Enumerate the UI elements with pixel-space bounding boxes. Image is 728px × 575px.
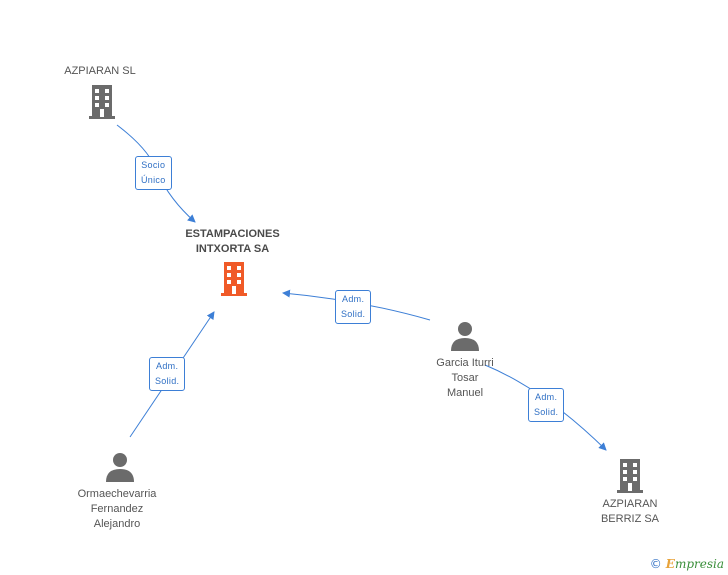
node-label-estampaciones: ESTAMPACIONES INTXORTA SA: [160, 227, 305, 257]
edge-label-line1: Adm.: [156, 361, 179, 371]
node-name-line2: INTXORTA SA: [195, 243, 270, 255]
empresia-watermark: ©Empresia: [650, 557, 724, 571]
edge-label-line1: Socio: [141, 160, 166, 170]
person-icon[interactable]: [450, 321, 480, 351]
person-name-line3: Manuel: [446, 387, 484, 399]
node-label-garcia: Garcia Iturri Tosar Manuel: [405, 356, 525, 401]
node-name-line2: BERRIZ SA: [600, 513, 660, 525]
person-name-line1: Garcia Iturri: [436, 357, 494, 369]
building-icon[interactable]: [219, 262, 249, 296]
building-icon[interactable]: [615, 459, 645, 493]
building-icon[interactable]: [87, 85, 117, 119]
edge-label-line2: Único: [141, 175, 166, 185]
edge-label-socio-unico[interactable]: Socio Único: [135, 156, 172, 190]
edge-label-adm-garcia-estamp[interactable]: Adm. Solid.: [335, 290, 372, 324]
person-name-line3: Alejandro: [93, 518, 141, 530]
node-label-ormaechevarria: Ormaechevarria Fernandez Alejandro: [57, 487, 177, 532]
node-name-line1: ESTAMPACIONES: [185, 228, 280, 240]
person-icon[interactable]: [105, 452, 135, 482]
edge-label-line2: Solid.: [534, 407, 559, 417]
edge-label-line1: Adm.: [342, 294, 365, 304]
copyright-icon: ©: [649, 557, 662, 571]
person-name-line1: Ormaechevarria: [77, 488, 157, 500]
edge-label-line2: Solid.: [341, 309, 366, 319]
person-name-line2: Fernandez: [90, 503, 144, 515]
brand-name: mpresia: [674, 557, 724, 571]
person-name-line2: Tosar: [451, 372, 479, 384]
node-label-azpiaran-berriz: AZPIARAN BERRIZ SA: [575, 497, 685, 527]
edge-label-line1: Adm.: [535, 392, 558, 402]
edge-label-adm-ormae-estamp[interactable]: Adm. Solid.: [149, 357, 186, 391]
edge-label-line2: Solid.: [155, 376, 180, 386]
node-name-line1: AZPIARAN: [602, 498, 658, 510]
node-name: AZPIARAN SL: [64, 65, 136, 77]
brand-initial: E: [665, 557, 675, 571]
node-label-azpiaran-sl: AZPIARAN SL: [40, 64, 160, 79]
edge-label-adm-garcia-berriz[interactable]: Adm. Solid.: [528, 388, 565, 422]
